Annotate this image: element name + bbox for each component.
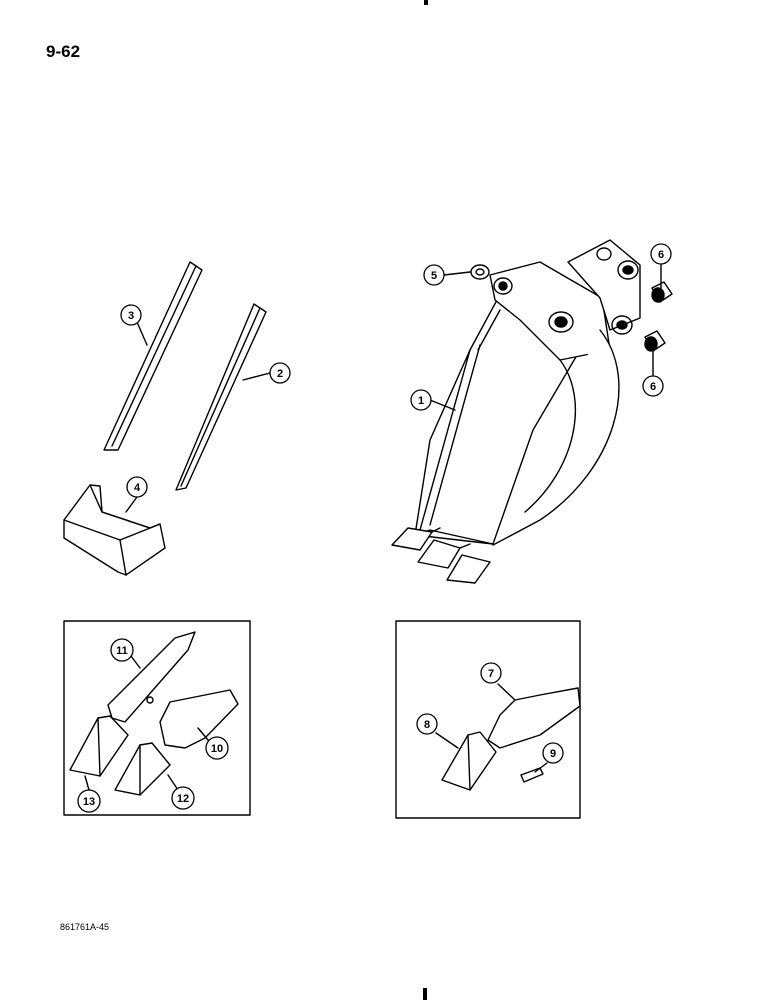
callout-3-label: 3 <box>128 310 134 322</box>
callout-9-label: 9 <box>550 748 556 760</box>
callout-12-label: 12 <box>177 793 189 805</box>
page-number: 9-62 <box>46 42 81 61</box>
side-cutter-part-2 <box>175 303 267 491</box>
callout-11: 11 <box>110 638 134 662</box>
callout-7-label: 7 <box>488 668 494 680</box>
top-registration-mark <box>424 0 428 5</box>
callout-2: 2 <box>269 362 291 384</box>
wear-plate-part-4 <box>63 484 166 576</box>
drawing-code: 861761A-45 <box>60 922 110 932</box>
inset-box-left <box>63 620 251 816</box>
callout-6-lower: 6 <box>642 375 664 397</box>
callout-10: 10 <box>205 736 229 760</box>
callout-5: 5 <box>423 264 445 286</box>
callout-4: 4 <box>126 476 148 498</box>
bottom-registration-mark <box>423 988 427 1000</box>
callout-8-label: 8 <box>424 719 430 731</box>
callout-13-label: 13 <box>83 796 95 808</box>
callout-10-label: 10 <box>211 743 223 755</box>
side-cutter-part-3 <box>103 261 203 451</box>
callout-11-label: 11 <box>116 645 128 657</box>
callout-5-label: 5 <box>431 270 437 282</box>
callout-6-lower-label: 6 <box>650 381 656 393</box>
callout-1-label: 1 <box>418 395 424 407</box>
bushing-part-5 <box>470 264 490 280</box>
bushing-part-6-lower <box>644 330 666 352</box>
callout-6-upper-label: 6 <box>658 249 664 261</box>
bucket-part-1 <box>391 239 641 584</box>
callout-3: 3 <box>120 304 142 326</box>
callout-4-label: 4 <box>134 482 141 494</box>
callout-13: 13 <box>77 789 101 813</box>
leader-lines <box>125 264 662 513</box>
callout-2-label: 2 <box>277 368 283 380</box>
callout-1: 1 <box>410 389 432 411</box>
bushing-part-6-upper <box>651 281 673 303</box>
callout-12: 12 <box>171 786 195 810</box>
callout-7: 7 <box>480 662 502 684</box>
inset-box-right <box>395 620 581 819</box>
callouts: 3 2 4 5 6 6 1 11 <box>77 243 672 813</box>
callout-6-upper: 6 <box>650 243 672 265</box>
callout-8: 8 <box>416 713 438 735</box>
callout-9: 9 <box>542 742 564 764</box>
